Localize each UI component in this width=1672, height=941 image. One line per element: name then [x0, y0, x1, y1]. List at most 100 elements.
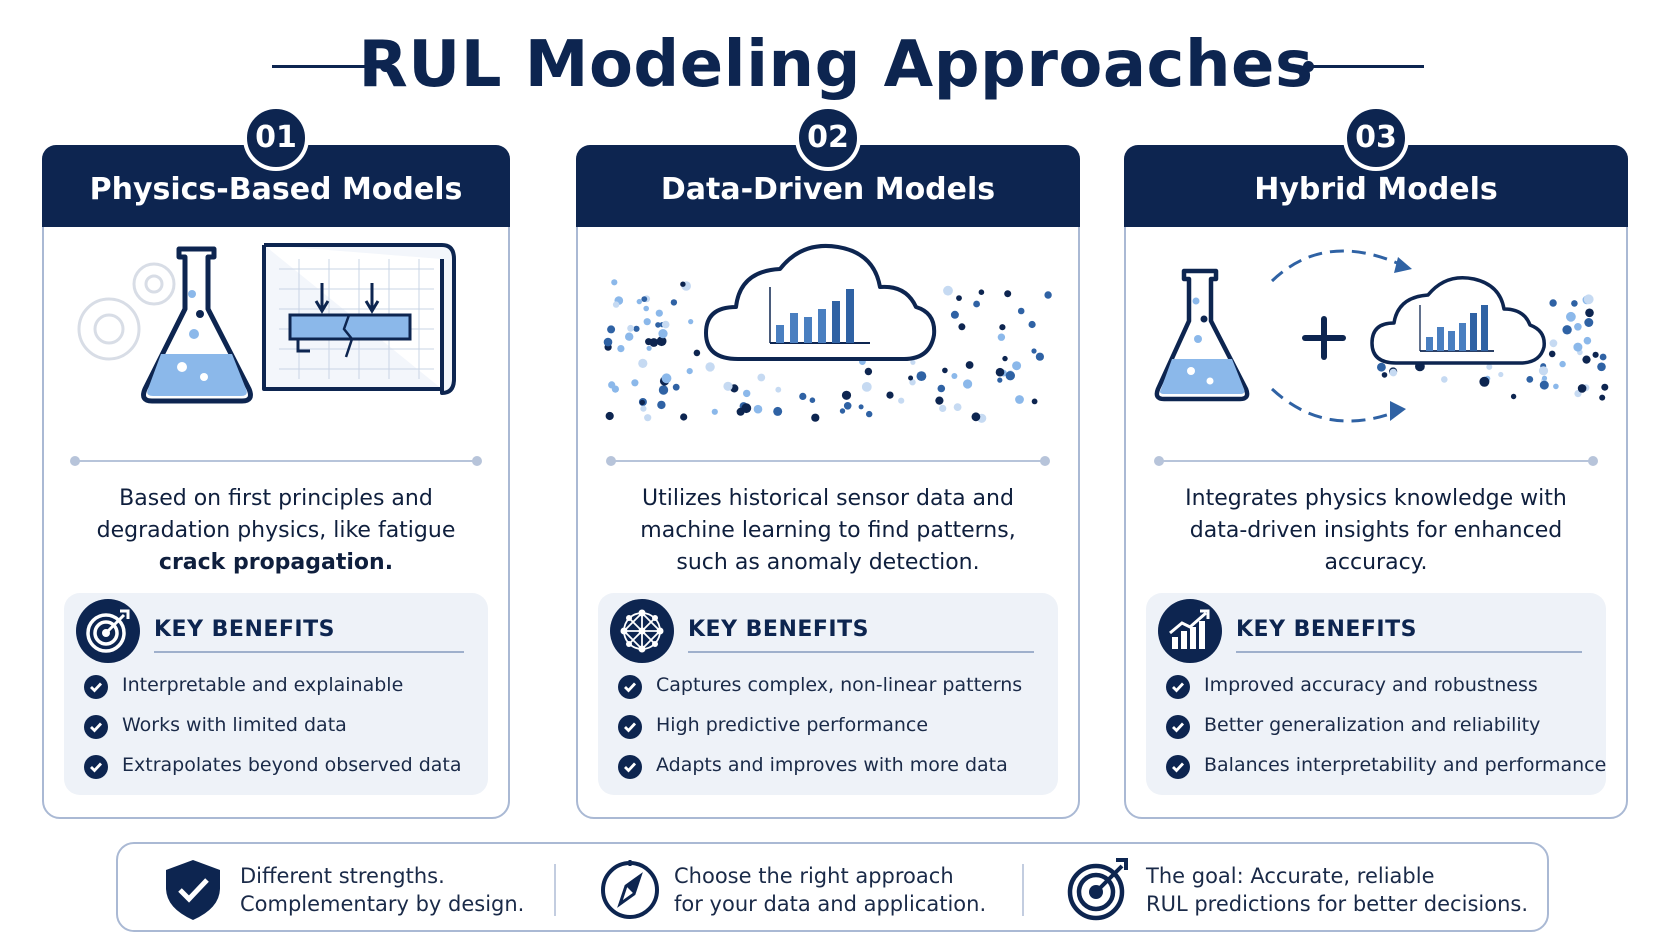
card-description: Integrates physics knowledge with data-d…: [1166, 483, 1586, 579]
data-dot: [858, 404, 864, 410]
data-dot: [1012, 361, 1022, 371]
data-dot: [1597, 362, 1606, 372]
title-dot-right: [1303, 61, 1314, 72]
data-dot: [1479, 376, 1490, 387]
key-benefits-rule: [154, 651, 464, 653]
card-number-badge: 02: [795, 105, 861, 171]
benefit-text: Adapts and improves with more data: [656, 754, 1008, 776]
footer-line: RUL predictions for better decisions.: [1146, 892, 1528, 916]
flask-icon: [1154, 268, 1250, 402]
list-item: Balances interpretability and performanc…: [1166, 751, 1606, 791]
growth-chart-icon: [1158, 599, 1222, 663]
data-dot: [939, 404, 947, 412]
footer-line: Complementary by design.: [240, 892, 525, 916]
data-dot: [1601, 383, 1609, 391]
data-dot: [686, 368, 693, 375]
data-dot: [655, 309, 663, 317]
key-benefits-panel: KEY BENEFITS Interpretable and explainab…: [64, 593, 488, 795]
card-description: Based on first principles and degradatio…: [64, 483, 488, 579]
title-dot-left: [380, 61, 391, 72]
data-dot: [958, 323, 966, 331]
data-dot: [603, 337, 613, 347]
data-dot: [757, 373, 766, 382]
footer-item-goal: The goal: Accurate, reliable RUL predict…: [1064, 844, 1528, 934]
data-dot: [1541, 375, 1548, 381]
list-item: Captures complex, non-linear patterns: [618, 671, 1048, 711]
data-dot: [611, 279, 618, 286]
data-dot: [916, 371, 927, 381]
data-dot: [839, 408, 846, 414]
data-dot: [1441, 376, 1448, 383]
data-dot: [656, 336, 667, 347]
footer-text: The goal: Accurate, reliable RUL predict…: [1146, 862, 1528, 918]
data-dot: [672, 383, 680, 391]
check-icon: [618, 755, 642, 779]
data-dot: [611, 385, 619, 393]
data-dot: [1599, 353, 1607, 361]
data-dot: [866, 410, 873, 418]
description-text: Utilizes historical sensor data and mach…: [640, 486, 1016, 575]
data-dot: [910, 359, 916, 365]
shield-check-icon: [158, 856, 228, 922]
data-dot: [935, 396, 944, 405]
section-divider: [70, 456, 482, 466]
check-icon: [84, 715, 108, 739]
data-dot: [644, 414, 652, 422]
key-benefits-panel: KEY BENEFITS Improved accuracy and robus…: [1146, 593, 1606, 795]
data-dot: [661, 320, 670, 329]
benefit-text: High predictive performance: [656, 714, 929, 736]
data-dot: [645, 338, 653, 346]
data-dot: [705, 362, 715, 372]
data-dot: [670, 299, 678, 306]
target-icon: [1064, 856, 1134, 922]
key-benefits-title: KEY BENEFITS: [1236, 617, 1417, 642]
benefit-text: Improved accuracy and robustness: [1204, 674, 1538, 696]
data-dot: [1486, 363, 1493, 370]
data-dot: [1548, 350, 1556, 358]
data-dot: [999, 324, 1006, 331]
data-dot: [1584, 318, 1594, 327]
data-dot: [965, 361, 974, 369]
footer-item-approach: Choose the right approach for your data …: [596, 844, 1016, 934]
check-icon: [1166, 755, 1190, 779]
data-dot: [898, 397, 905, 404]
list-item: High predictive performance: [618, 711, 1048, 751]
neural-network-icon: [610, 599, 674, 663]
arrowhead: [1390, 401, 1406, 421]
data-dot: [997, 333, 1006, 341]
data-dot: [950, 310, 959, 319]
arrowhead: [1394, 257, 1412, 273]
flask-icon: [141, 246, 253, 404]
benefits-list: Interpretable and explainable Works with…: [84, 671, 478, 791]
data-dot: [908, 375, 914, 381]
data-dot: [809, 397, 816, 403]
data-dot: [1559, 360, 1566, 368]
data-dot: [1002, 355, 1008, 362]
page-title: RUL Modeling Approaches: [358, 28, 1314, 102]
data-dot: [1553, 383, 1559, 390]
data-dot: [631, 379, 639, 387]
data-dot: [973, 300, 980, 308]
data-dot: [1004, 290, 1012, 298]
data-dots: [603, 279, 1052, 423]
data-dot: [1539, 380, 1549, 390]
card-number-badge: 01: [243, 105, 309, 171]
benefits-list: Captures complex, non-linear patterns Hi…: [618, 671, 1048, 791]
card-title: Hybrid Models: [1254, 172, 1498, 207]
data-dot: [1389, 368, 1398, 377]
data-dot: [943, 285, 953, 296]
data-dot: [811, 413, 820, 422]
data-dot: [1005, 371, 1015, 381]
blueprint-icon: [262, 243, 456, 395]
data-dot: [753, 404, 763, 414]
data-dot: [1498, 371, 1504, 378]
data-dot: [1044, 291, 1052, 299]
data-dot: [1562, 325, 1572, 335]
data-dot: [942, 367, 948, 374]
card-physics-based: Physics-Based Models 01: [42, 105, 510, 819]
benefit-text: Better generalization and reliability: [1204, 714, 1541, 736]
data-dot: [605, 411, 614, 421]
data-dot: [627, 324, 634, 332]
data-dot: [640, 405, 647, 412]
data-dot: [775, 386, 782, 393]
